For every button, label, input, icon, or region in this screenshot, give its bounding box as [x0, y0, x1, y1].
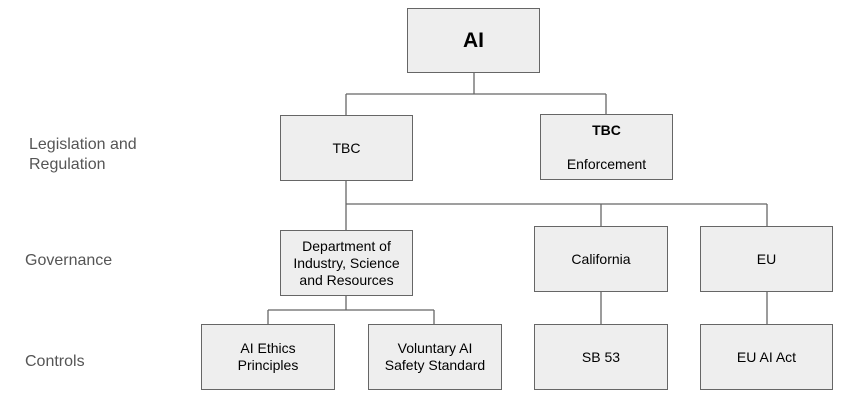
node-enforcement[interactable]: TBC Enforcement	[540, 114, 673, 180]
node-label: SB 53	[581, 348, 621, 365]
row-label-controls: Controls	[25, 353, 85, 370]
node-label: Voluntary AI Safety Standard	[384, 340, 486, 373]
node-label: EU	[756, 250, 777, 267]
node-label: California	[571, 250, 631, 267]
node-subtitle: Enforcement	[566, 155, 647, 172]
node-label: EU AI Act	[736, 348, 797, 365]
node-legislation-tbc[interactable]: TBC	[280, 115, 413, 181]
row-label-legislation: Legislation and Regulation	[29, 136, 137, 173]
node-department-industry[interactable]: Department of Industry, Science and Reso…	[280, 230, 413, 296]
node-title: TBC	[592, 121, 621, 138]
node-eu[interactable]: EU	[700, 226, 833, 292]
node-ai-ethics-principles[interactable]: AI Ethics Principles	[201, 324, 335, 390]
node-label: TBC	[332, 139, 361, 156]
node-eu-ai-act[interactable]: EU AI Act	[700, 324, 833, 390]
node-voluntary-ai-safety-standard[interactable]: Voluntary AI Safety Standard	[368, 324, 502, 390]
row-label-governance: Governance	[25, 252, 113, 269]
node-california[interactable]: California	[534, 226, 668, 292]
node-ai-root[interactable]: AI	[407, 8, 540, 73]
node-sb-53[interactable]: SB 53	[534, 324, 668, 390]
node-label: Department of Industry, Science and Reso…	[293, 237, 400, 288]
node-label: AI	[463, 29, 484, 52]
node-label: AI Ethics Principles	[237, 340, 299, 373]
